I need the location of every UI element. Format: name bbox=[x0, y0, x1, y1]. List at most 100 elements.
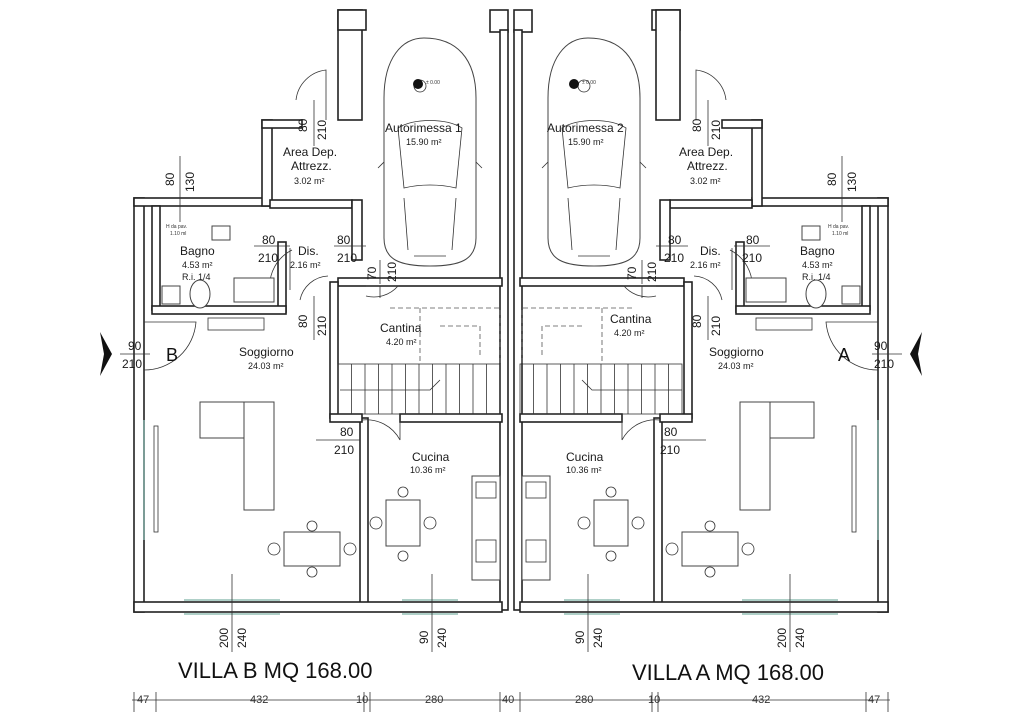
wall-center-right bbox=[513, 29, 523, 611]
dim-sogg-a-210: 210 bbox=[709, 316, 723, 336]
wall-bottom-b bbox=[133, 601, 503, 613]
room-autorimessa-2: Autorimessa 2 bbox=[547, 121, 624, 135]
dim-dis-b-210b: 210 bbox=[337, 251, 357, 265]
doors bbox=[143, 69, 879, 441]
dim-bagno-a-130: 130 bbox=[845, 172, 859, 192]
dim-sogg-b-210: 210 bbox=[315, 316, 329, 336]
dim-areadep-a-80: 80 bbox=[690, 118, 704, 132]
bottom-dim-3: 10 bbox=[356, 694, 368, 706]
dim-entry-a-210: 210 bbox=[874, 357, 894, 371]
area-bagno-a: 4.53 m² bbox=[802, 260, 833, 270]
wall-bagno-b-left bbox=[151, 205, 161, 311]
dim-win-a2-90: 90 bbox=[573, 630, 587, 644]
hpav-b-2: 1.10 ml bbox=[170, 231, 186, 237]
entry-arrow-a bbox=[910, 332, 922, 376]
dim-win-a1-200: 200 bbox=[775, 628, 789, 648]
dim-dis-b-80b: 80 bbox=[337, 233, 351, 247]
kitchen-furniture-b bbox=[369, 475, 501, 581]
dim-cucina-a-210: 210 bbox=[660, 443, 680, 457]
bottom-dim-9: 47 bbox=[868, 694, 880, 706]
wall-areadep-b-bottom bbox=[269, 199, 353, 209]
room-cucina-b: Cucina bbox=[412, 450, 450, 464]
dim-dis-a-210a: 210 bbox=[742, 251, 762, 265]
stairs bbox=[337, 307, 683, 415]
walls bbox=[133, 9, 889, 613]
area-autorimessa-1: 15.90 m² bbox=[406, 137, 442, 147]
dim-dis-a-80a: 80 bbox=[746, 233, 760, 247]
wall-areadep-a-bottom bbox=[669, 199, 753, 209]
area-cucina-a: 10.36 m² bbox=[566, 465, 602, 475]
bottom-dimension-line bbox=[132, 692, 890, 712]
wall-cantina-b-left bbox=[329, 281, 339, 419]
area-soggiorno-b: 24.03 m² bbox=[248, 361, 284, 371]
outer-wall-left bbox=[133, 197, 145, 613]
wall-soggiorno-b-notch bbox=[329, 413, 363, 423]
area-areadep-a: 3.02 m² bbox=[690, 176, 721, 186]
wall-garage-b-bottom bbox=[337, 277, 503, 287]
dim-areadep-b-80: 80 bbox=[296, 118, 310, 132]
wall-soggiorno-a-notch bbox=[659, 413, 693, 423]
wall-bagno-b-bottom bbox=[151, 305, 287, 315]
dim-win-a2-240: 240 bbox=[591, 628, 605, 648]
room-cantina-b: Cantina bbox=[380, 321, 422, 335]
outer-wall-right bbox=[877, 197, 889, 613]
villa-a-title: VILLA A MQ 168.00 bbox=[632, 660, 824, 685]
bottom-dim-4: 280 bbox=[425, 694, 443, 706]
level-marker-1: ± 0.00 bbox=[413, 79, 440, 89]
room-areadep-b-1: Area Dep. bbox=[283, 145, 337, 159]
door-dimension-labels: 80 210 80 210 80 130 80 130 80 210 80 21… bbox=[122, 118, 894, 648]
room-areadep-a-2: Attrezz. bbox=[687, 159, 728, 173]
area-autorimessa-2: 15.90 m² bbox=[568, 137, 604, 147]
room-bagno-a: Bagno bbox=[800, 244, 835, 258]
room-autorimessa-1: Autorimessa 1 bbox=[385, 121, 462, 135]
room-cucina-a: Cucina bbox=[566, 450, 604, 464]
wall-garage-a-bottom bbox=[519, 277, 685, 287]
dim-areadep-b-210: 210 bbox=[315, 120, 329, 140]
hpav-a-2: 1.10 ml bbox=[832, 231, 848, 237]
dim-entry-a-90: 90 bbox=[874, 339, 888, 353]
dim-win-b2-240: 240 bbox=[435, 628, 449, 648]
wall-bottom-a bbox=[519, 601, 889, 613]
dim-bagno-b-130: 130 bbox=[183, 172, 197, 192]
dim-cantina-b-210: 210 bbox=[385, 262, 399, 282]
room-soggiorno-b: Soggiorno bbox=[239, 345, 294, 359]
area-bagno-b: 4.53 m² bbox=[182, 260, 213, 270]
wall-garage-b-lower bbox=[351, 199, 363, 261]
dim-dis-b-80a: 80 bbox=[262, 233, 276, 247]
car-garage-1 bbox=[377, 37, 483, 267]
dim-cantina-a-210: 210 bbox=[645, 262, 659, 282]
dim-cucina-a-80: 80 bbox=[664, 425, 678, 439]
wall-top-bagno-a bbox=[751, 197, 889, 207]
wall-top-bagno-b bbox=[133, 197, 271, 207]
dim-sogg-a-80: 80 bbox=[690, 314, 704, 328]
dim-cucina-b-80: 80 bbox=[340, 425, 354, 439]
dim-leaders bbox=[120, 100, 902, 652]
bottom-dim-8: 432 bbox=[752, 694, 770, 706]
dim-areadep-a-210: 210 bbox=[709, 120, 723, 140]
hpav-a-1: H da pav. bbox=[828, 224, 849, 230]
wall-areadep-b-left bbox=[261, 119, 273, 207]
area-areadep-b: 3.02 m² bbox=[294, 176, 325, 186]
wall-bagno-a-bottom bbox=[735, 305, 871, 315]
wall-garage-a-lower bbox=[659, 199, 671, 261]
dim-win-a1-240: 240 bbox=[793, 628, 807, 648]
dim-win-b1-240: 240 bbox=[235, 628, 249, 648]
wall-cucina-b-top bbox=[399, 413, 503, 423]
wall-center-left bbox=[499, 29, 509, 611]
dim-cucina-b-210: 210 bbox=[334, 443, 354, 457]
ri-bagno-b: R.i. 1/4 bbox=[182, 272, 211, 282]
dim-dis-a-80b: 80 bbox=[668, 233, 682, 247]
living-furniture-a bbox=[665, 401, 857, 578]
room-dis-a: Dis. bbox=[700, 244, 721, 258]
bathroom-fixtures-a bbox=[745, 225, 861, 331]
villa-a-letter: A bbox=[838, 345, 850, 365]
wall-areadep-b-top bbox=[261, 119, 303, 129]
area-cantina-a: 4.20 m² bbox=[614, 328, 645, 338]
wall-center-cap-left bbox=[489, 9, 509, 33]
room-soggiorno-a: Soggiorno bbox=[709, 345, 764, 359]
wall-areadep-a-right bbox=[751, 119, 763, 207]
dim-bagno-a-80: 80 bbox=[825, 172, 839, 186]
dim-win-b1-200: 200 bbox=[217, 628, 231, 648]
level-text-2: ± 0.00 bbox=[582, 80, 596, 86]
kitchen-furniture-a bbox=[521, 475, 645, 581]
